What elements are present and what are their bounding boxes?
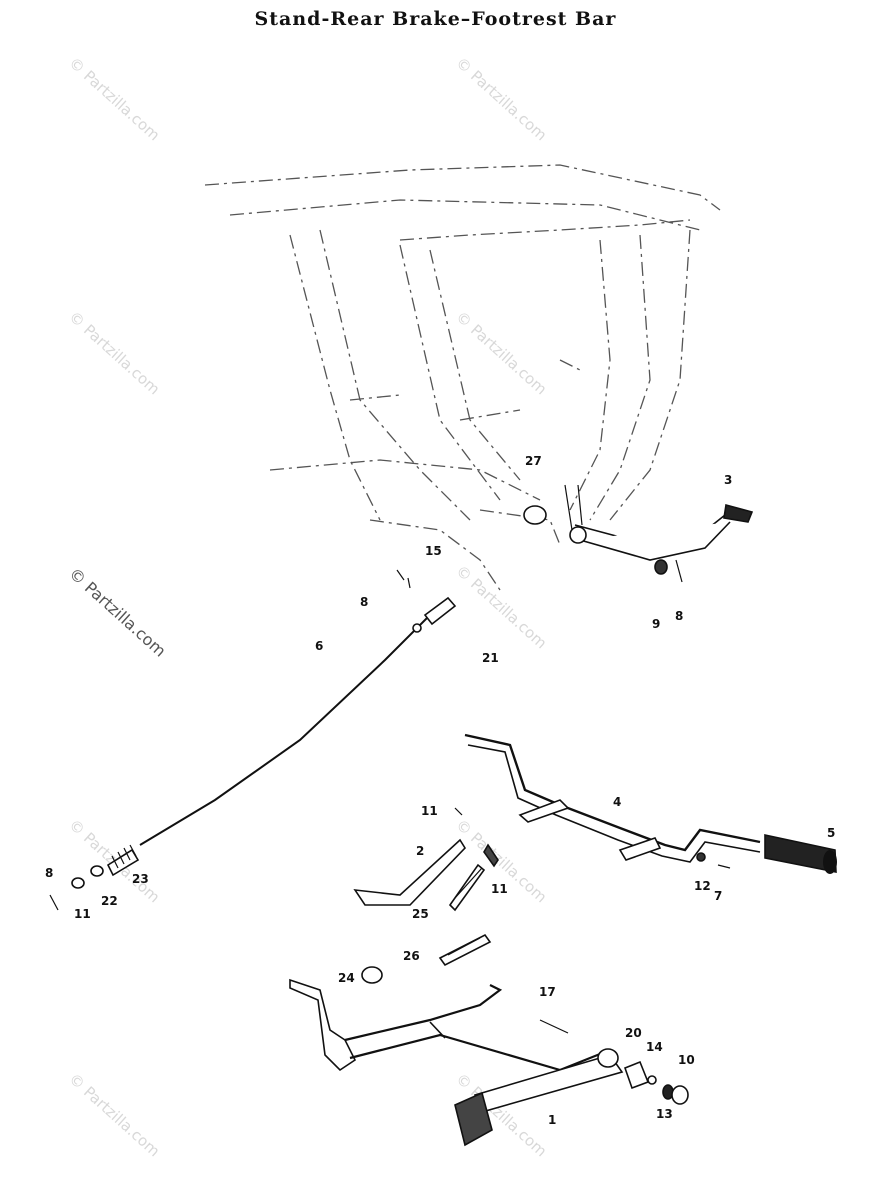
callout: 10 <box>678 1053 695 1067</box>
footrest-bar <box>464 733 837 874</box>
callout: 11 <box>491 882 508 896</box>
watermark: © Partzilla.com <box>452 308 550 399</box>
brake-rod <box>49 569 457 911</box>
watermark: © Partzilla.com <box>452 562 550 653</box>
main-stand <box>289 966 689 1147</box>
callout: 13 <box>656 1107 673 1121</box>
callout: 27 <box>525 454 542 468</box>
watermark: © Partzilla.com <box>65 54 163 145</box>
side-stand <box>353 807 499 967</box>
callout: 3 <box>724 473 732 487</box>
callout: 8 <box>45 866 53 880</box>
callout-labels: 1 2 3 4 5 6 7 8 8 8 9 10 11 11 11 12 13 … <box>45 454 835 1127</box>
callout: 20 <box>625 1026 642 1040</box>
callout: 4 <box>613 795 621 809</box>
callout: 22 <box>101 894 118 908</box>
watermark: © Partzilla.com <box>452 54 550 145</box>
watermark: © Partzilla.com <box>65 1070 163 1161</box>
callout: 25 <box>412 907 429 921</box>
callout: 14 <box>646 1040 663 1054</box>
callout: 5 <box>827 826 835 840</box>
callout: 15 <box>425 544 442 558</box>
callout: 23 <box>132 872 149 886</box>
rear-brake-pedal <box>523 484 754 583</box>
frame-outline <box>204 164 721 591</box>
callout: 17 <box>539 985 556 999</box>
callout: 24 <box>338 971 355 985</box>
diagram-title: Stand-Rear Brake–Footrest Bar <box>254 8 617 30</box>
callout: 8 <box>360 595 368 609</box>
callout: 7 <box>714 889 722 903</box>
callout: 9 <box>652 617 660 631</box>
watermark: © Partzilla.com <box>65 308 163 399</box>
callout: 2 <box>416 844 424 858</box>
callout: 12 <box>694 879 711 893</box>
callout: 1 <box>548 1113 556 1127</box>
callout: 8 <box>675 609 683 623</box>
callout: 21 <box>482 651 499 665</box>
watermark: © Partzilla.com <box>65 564 169 661</box>
callout: 26 <box>403 949 420 963</box>
callout: 11 <box>421 804 438 818</box>
callout: 11 <box>74 907 91 921</box>
callout: 6 <box>315 639 323 653</box>
